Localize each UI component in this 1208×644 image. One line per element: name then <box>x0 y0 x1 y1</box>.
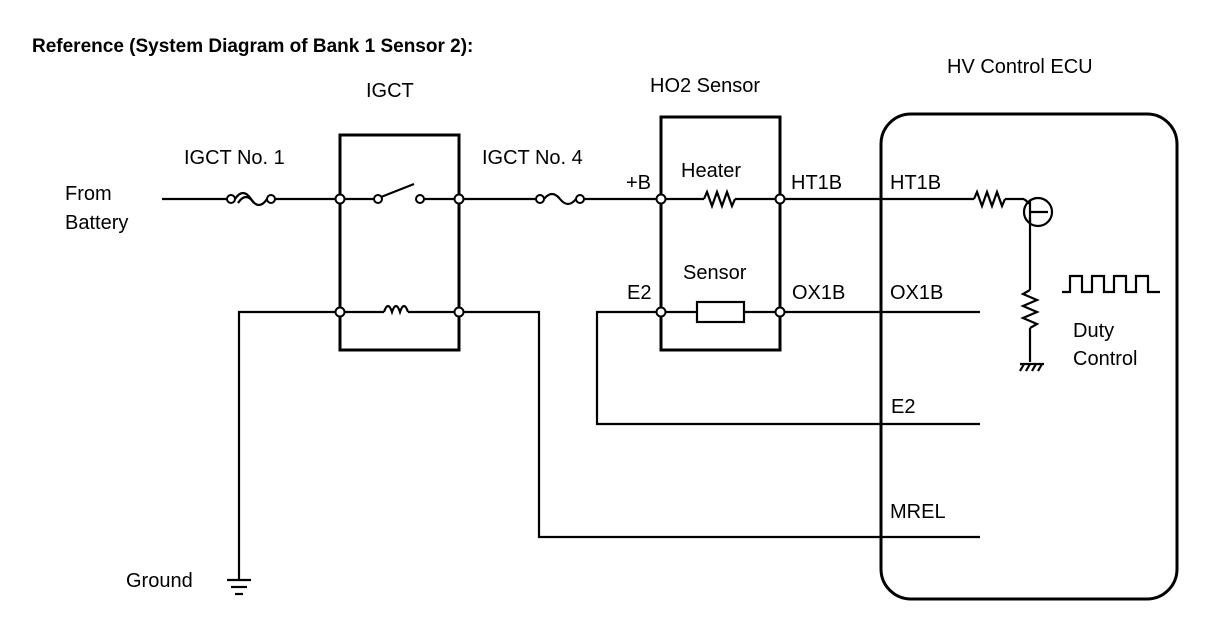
terminal-ox1b-ecu: OX1B <box>890 282 943 304</box>
ecu-box <box>879 112 1179 601</box>
relay-contact-node-a <box>373 194 383 204</box>
terminal-ht1b-sensor: HT1B <box>791 172 842 194</box>
transistor-icon <box>1022 196 1054 228</box>
battery-label: Battery <box>65 212 128 234</box>
ground-label: Ground <box>126 570 193 592</box>
wire-ground <box>237 310 340 580</box>
terminal-ox1b-sensor: OX1B <box>792 282 845 304</box>
ho2-sensor-box <box>659 115 782 352</box>
duty-waveform-icon <box>1062 274 1160 294</box>
chassis-ground-icon <box>1019 362 1044 372</box>
heater-resistor <box>702 188 737 210</box>
igct-relay-label: IGCT <box>366 80 414 102</box>
diagram-title: Reference (System Diagram of Bank 1 Sens… <box>32 36 473 57</box>
heater-label: Heater <box>681 160 741 182</box>
control-label: Control <box>1073 348 1137 370</box>
fuse-igct-no1 <box>226 191 276 207</box>
terminal-plus-b: +B <box>626 172 651 194</box>
terminal-ht1b-ecu: HT1B <box>890 172 941 194</box>
terminal-mrel-ecu: MREL <box>890 501 946 523</box>
ho2-sensor-label: HO2 Sensor <box>650 75 760 97</box>
duty-label: Duty <box>1073 320 1114 342</box>
ecu-label: HV Control ECU <box>947 56 1093 78</box>
connection-nodes <box>334 193 786 318</box>
ecu-pulldown-resistor <box>1020 289 1040 329</box>
terminal-e2-ecu: E2 <box>891 396 915 418</box>
relay-coil <box>382 304 410 316</box>
ground-icon <box>227 578 251 596</box>
from-label: From <box>65 183 112 205</box>
relay-switch-arm <box>380 182 415 199</box>
fuse-igct-no1-label: IGCT No. 1 <box>184 147 285 169</box>
wire-mrel <box>459 310 980 539</box>
fuse-igct-no4 <box>535 192 585 206</box>
relay-contact-node-b <box>415 194 425 204</box>
terminal-e2-sensor: E2 <box>627 282 651 304</box>
ecu-input-resistor <box>972 188 1007 210</box>
sensor-element <box>695 300 746 324</box>
sensor-label: Sensor <box>683 262 747 284</box>
fuse-igct-no4-label: IGCT No. 4 <box>482 147 583 169</box>
wire-e2 <box>595 310 980 426</box>
igct-relay-box <box>338 133 461 352</box>
